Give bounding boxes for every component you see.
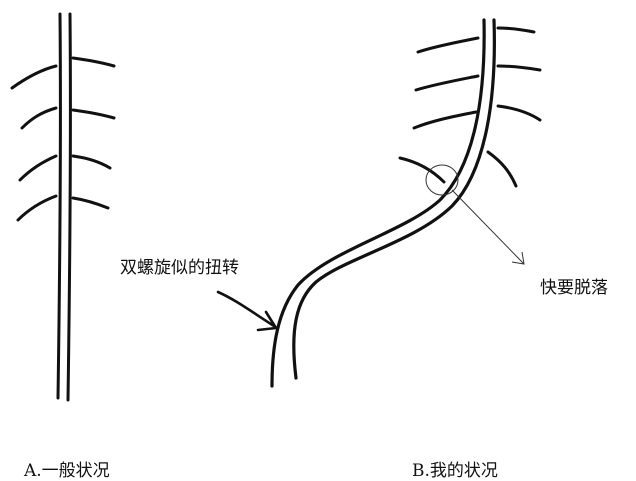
branch-b-right-1 bbox=[498, 28, 534, 32]
branch-a-left-1 bbox=[12, 66, 56, 88]
detach-pointer-line bbox=[452, 190, 524, 264]
branch-b-right-2 bbox=[498, 66, 540, 70]
twist-arrow-shaft bbox=[218, 292, 274, 326]
branch-a-right-2 bbox=[73, 110, 114, 118]
branch-a-left-2 bbox=[22, 108, 56, 128]
strand-a-right bbox=[68, 14, 70, 400]
branch-a-right-4 bbox=[73, 198, 108, 208]
caption-a: A.一般状况 bbox=[24, 461, 110, 481]
figure-b-twisted bbox=[218, 20, 540, 386]
twist-annotation-label: 双螺旋似的扭转 bbox=[120, 258, 239, 278]
branch-b-left-1 bbox=[418, 38, 478, 52]
branch-b-left-detaching bbox=[400, 158, 444, 182]
branch-b-right-4 bbox=[488, 152, 516, 186]
branch-a-left-3 bbox=[20, 156, 56, 180]
figure-a-normal bbox=[12, 14, 114, 400]
branch-a-right-1 bbox=[73, 58, 114, 66]
branch-b-left-2 bbox=[416, 76, 478, 90]
caption-b: B.我的状况 bbox=[412, 461, 498, 481]
branch-b-right-3 bbox=[498, 106, 540, 120]
strand-b-right bbox=[294, 20, 495, 378]
branch-a-right-3 bbox=[73, 156, 110, 168]
branch-a-left-4 bbox=[18, 196, 56, 220]
branch-b-left-3 bbox=[414, 112, 476, 128]
detach-annotation-label: 快要脱落 bbox=[540, 278, 608, 298]
strand-a-left bbox=[58, 14, 60, 398]
strand-b-left bbox=[272, 20, 484, 386]
